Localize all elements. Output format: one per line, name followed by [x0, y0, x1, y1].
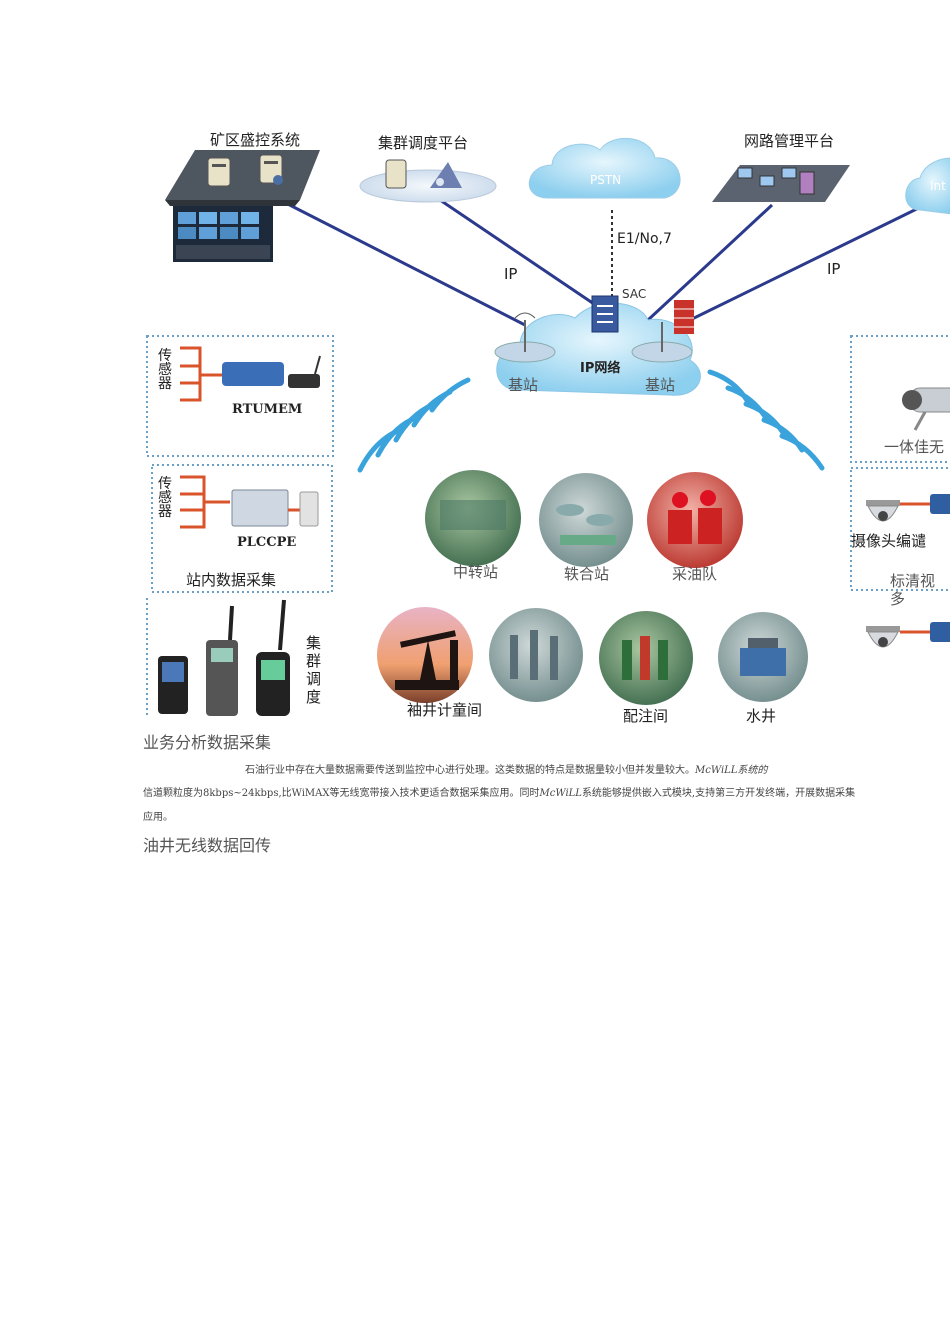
rtu-device-icon: [222, 362, 284, 386]
rtumem-panel: [146, 335, 334, 457]
sac-label: SAC: [622, 287, 646, 301]
rtumem-label: RTUMEM: [232, 402, 302, 417]
e1-label: E1/No,7: [617, 231, 672, 247]
oil-extraction-label: 采油队: [672, 565, 717, 583]
plccpe-node: 传感器 PLCCPE: [158, 475, 319, 550]
dome-camera-icon: [866, 626, 900, 648]
radio-icon: [206, 605, 238, 716]
network-mgmt-node: 网路管理平台: [712, 132, 850, 202]
oil-well-label: 袖井计童间: [407, 701, 482, 719]
transfer-station-node: 中转站: [425, 470, 521, 581]
combined-station-node: 轶合站: [539, 473, 633, 583]
transfer-station-label: 中转站: [453, 563, 498, 581]
encoder-icon: [930, 622, 950, 642]
sensor-1-label: 传感器: [158, 348, 172, 392]
cluster-dispatch-label: 集群调度: [306, 634, 321, 706]
dispatch-platform-label: 集群调度平台: [378, 134, 468, 152]
base-station-right-label: 基站: [645, 376, 675, 394]
caption-business-analysis: 业务分析数据采集: [143, 733, 272, 752]
encoder-icon: [930, 494, 950, 514]
bullet-camera-node: 一体佳无: [884, 387, 950, 456]
ip-left-label: IP: [504, 265, 517, 283]
camera-panel-bottom: [850, 467, 950, 591]
dome-camera-node: 摄像头编谴 标清视 多: [851, 494, 950, 608]
ip-network-cloud: IP网络 基站 基站: [494, 295, 701, 396]
internet-cloud: Int: [905, 157, 950, 215]
oil-extraction-node: 采油队: [647, 472, 743, 583]
dispatch-platform-node: 集群调度平台: [359, 134, 497, 203]
link-netmgmt-to-ip: [646, 203, 774, 322]
router-icon: [288, 374, 320, 388]
paragraph-line-3: 应用。: [143, 812, 173, 823]
ip-network-label: IP网络: [580, 360, 620, 376]
injection-room-label: 配注间: [623, 707, 668, 725]
network-diagram: 矿区盛控系统 集群调度平台 PSTN E1/No,7 网路管理平台 Int IP…: [146, 131, 950, 725]
link-internet-to-ip: [689, 198, 936, 322]
pipeline-node: [489, 608, 583, 702]
bullet-camera-icon: [902, 387, 950, 431]
internet-label: Int: [930, 179, 946, 193]
network-mgmt-label: 网路管理平台: [744, 132, 834, 150]
wireless-wave-left-icon: [357, 377, 471, 473]
combined-station-label: 轶合站: [564, 565, 609, 583]
switch-icon: [591, 295, 619, 333]
handset-icon: [256, 599, 290, 716]
injection-room-node: 配注间: [599, 611, 693, 725]
ip-right-label: IP: [827, 260, 840, 278]
plccpe-label: PLCCPE: [237, 535, 296, 550]
mine-monitor-label: 矿区盛控系统: [210, 131, 300, 149]
dome-camera-icon: [866, 500, 900, 522]
link-dispatch-to-sac: [439, 198, 601, 310]
link-mine-to-ip: [269, 193, 526, 327]
pstn-cloud: PSTN: [528, 137, 681, 199]
plc-device-icon: [231, 489, 289, 527]
oil-well-node: 袖井计童间: [377, 607, 482, 719]
base-station-left-icon: [494, 312, 556, 363]
sensor-2-label: 传感器: [158, 476, 172, 520]
pstn-label: PSTN: [590, 173, 621, 187]
caption-oil-well-backhaul: 油井无线数据回传: [143, 836, 272, 855]
paragraph-line-2: 信道颗粒度为8kbps~24kbps,比WiMAX等无线宽带接入技术更适合数据采…: [143, 788, 856, 799]
server-icon: [207, 154, 283, 187]
rtumem-node: 传感器 RTUMEM: [158, 346, 321, 417]
camera-encoder-label: 摄像头编谴: [851, 532, 926, 550]
mine-monitor-node: 矿区盛控系统: [165, 131, 320, 262]
handheld-devices: 集群调度: [158, 599, 321, 716]
oil-workers-photo-icon: [647, 472, 743, 568]
computer-icon: [737, 167, 815, 195]
server-icon: [385, 159, 407, 189]
base-station-right-icon: [631, 322, 693, 363]
hd-video-label: 标清视: [890, 572, 935, 590]
water-well-label: 水井: [746, 707, 776, 725]
wireless-wave-right-icon: [707, 369, 825, 471]
cpe-device-icon: [299, 491, 319, 527]
dome-camera-node-2: [866, 622, 950, 648]
station-data-label: 站内数据采集: [186, 571, 276, 589]
paragraph-line-1: 石油行业中存在大量数据需要传送到监控中心进行处理。这类数据的特点是数据量较小但并…: [245, 765, 768, 776]
base-station-left-label: 基站: [508, 376, 538, 394]
hd-video-more-label: 多: [890, 590, 905, 608]
control-room-photo-icon: [173, 206, 273, 262]
connection-lines: [269, 193, 936, 327]
water-well-node: 水井: [718, 612, 808, 725]
pda-icon: [158, 656, 188, 714]
camera-integrated-label: 一体佳无: [884, 438, 944, 456]
pumpjack-icon: [395, 630, 459, 690]
camera-panel-top: [850, 335, 950, 463]
firewall-icon: [674, 300, 694, 334]
plccpe-panel: [151, 464, 333, 593]
